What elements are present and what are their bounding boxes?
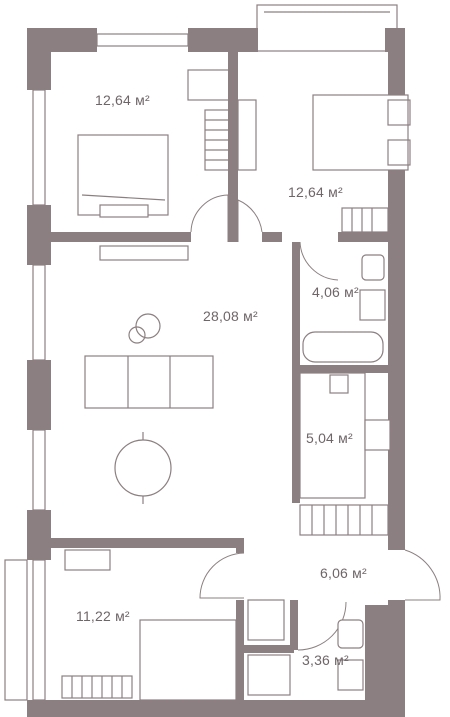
room-area-bedroom-3: 11,22 м² [76, 608, 130, 624]
room-area-wc: 3,36 м² [302, 652, 349, 668]
balcony-top [256, 4, 398, 52]
wc-fixtures [247, 599, 364, 696]
bedroom-2-furniture [237, 94, 411, 233]
room-area-living-room: 28,08 м² [203, 308, 258, 324]
bathroom-fixtures [302, 254, 386, 363]
room-area-bedroom-1: 12,64 м² [95, 92, 150, 108]
doors [190, 194, 441, 651]
room-area-kitchen: 5,04 м² [306, 430, 353, 446]
living-room-furniture [84, 313, 214, 504]
room-area-bedroom-2: 12,64 м² [288, 184, 343, 200]
windows-left [32, 33, 189, 701]
bedroom-1-furniture [77, 69, 234, 261]
outer-walls [27, 28, 405, 717]
interior-walls [51, 52, 388, 700]
kitchen-furniture [299, 372, 391, 536]
bedroom-3-furniture [61, 549, 237, 701]
room-area-bathroom: 4,06 м² [312, 284, 359, 300]
balcony-left [4, 559, 28, 701]
room-area-hallway: 6,06 м² [320, 565, 367, 581]
